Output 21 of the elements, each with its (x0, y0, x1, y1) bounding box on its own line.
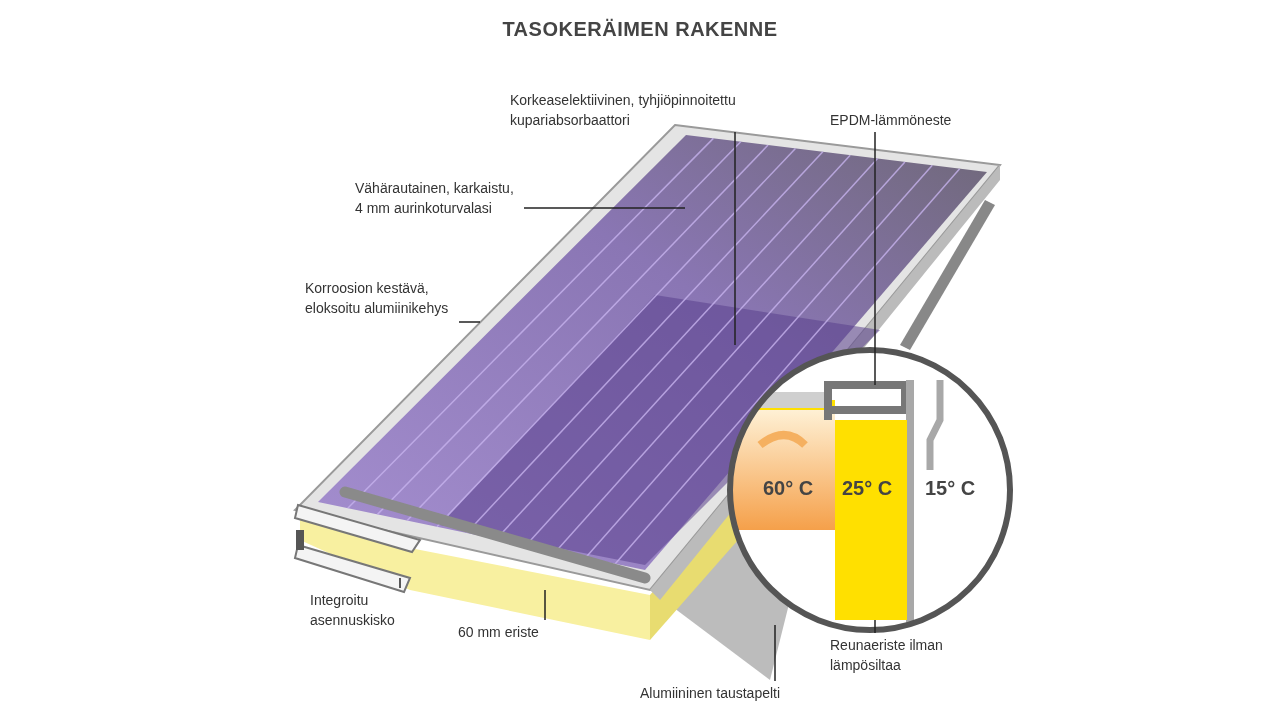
edge-insulation (835, 420, 907, 620)
callout-label: Korkeaselektiivinen, tyhjiöpinnoitettu kupariabsorbaattori (510, 90, 780, 130)
callout-label: Vähärautainen, karkaistu, 4 mm aurinkoturvalasi (355, 178, 520, 218)
leader-line (774, 624, 776, 682)
leader-line (544, 589, 546, 621)
leader-line (734, 131, 736, 346)
leader-line (874, 619, 876, 634)
callout-label: EPDM-lämmöneste (830, 110, 990, 130)
callout-label: Alumiininen taustapelti (640, 683, 820, 703)
leader-line (874, 131, 876, 386)
temperature-label: 25° C (842, 477, 893, 500)
temperature-label: 15° C (925, 477, 976, 500)
diagram-title: TASOKERÄIMEN RAKENNE (501, 18, 779, 41)
leader-line (523, 207, 686, 209)
callout-label: Integroitu asennuskisko (310, 590, 410, 630)
callout-label: 60 mm eriste (458, 622, 568, 642)
leader-line (399, 577, 401, 589)
callout-label: Reunaeriste ilman lämpösiltaa (830, 635, 955, 675)
temperature-label: 60° C (763, 477, 814, 500)
callout-label: Korroosion kestävä, eloksoitu alumiinikehys (305, 278, 455, 318)
leader-line (458, 321, 481, 323)
